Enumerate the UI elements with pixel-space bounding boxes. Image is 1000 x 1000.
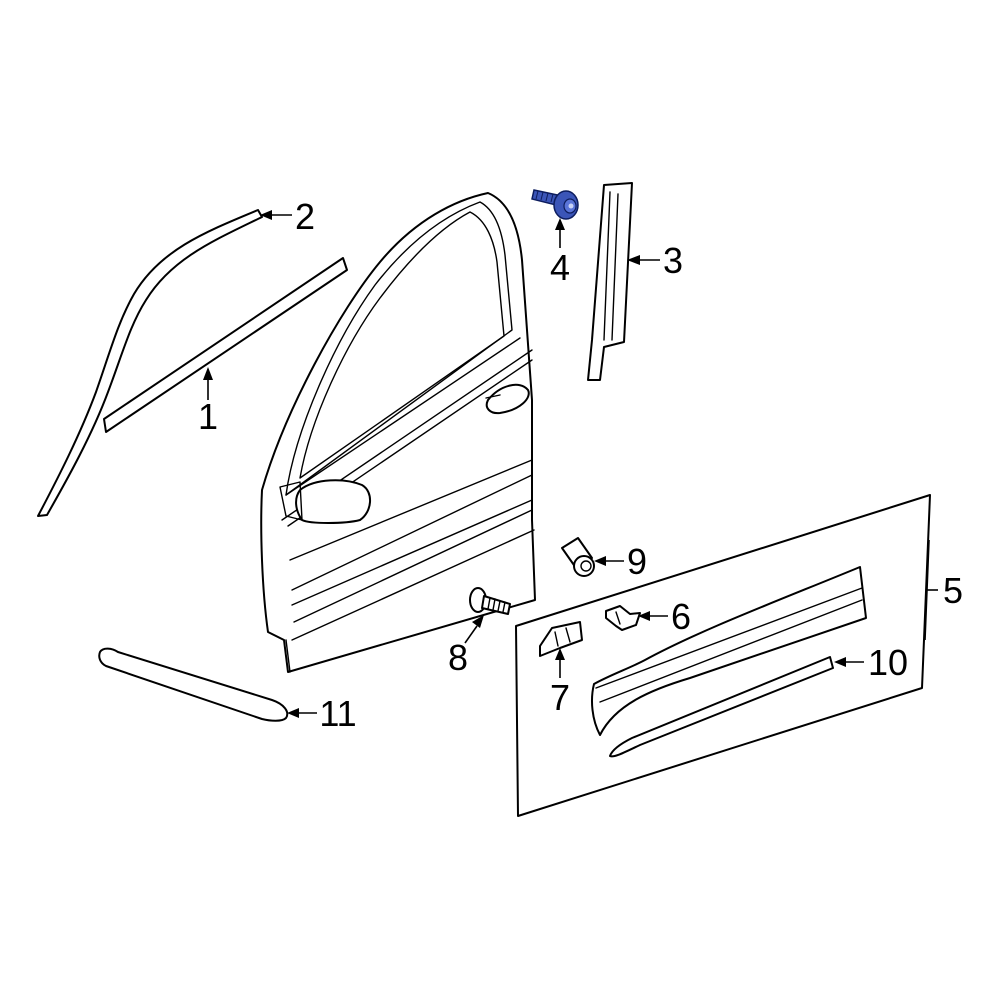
callout-1: 1 [198,396,218,437]
leader-line-3 [627,255,660,265]
callout-8: 8 [448,637,468,678]
part-3-pillar-garnish[interactable] [587,182,633,381]
leader-line-4 [555,218,565,248]
part-9-clip[interactable] [561,537,595,577]
leader-line-6 [638,611,668,621]
callout-7: 7 [550,677,570,718]
callout-9: 9 [627,541,647,582]
leader-line-2 [260,210,292,220]
callout-11: 11 [319,693,356,734]
leader-line-5 [924,539,938,641]
callout-3: 3 [663,240,683,281]
callout-4: 4 [550,247,570,288]
callout-10: 10 [868,642,908,683]
leader-line-10 [834,657,864,667]
part-1-belt-molding[interactable] [103,257,348,433]
part-4-bolt[interactable] [531,189,579,220]
part-11-sill-molding[interactable] [98,647,289,722]
leader-line-11 [287,708,317,718]
callout-5: 5 [943,570,963,611]
callout-6: 6 [671,596,691,637]
leader-line-8 [464,615,484,644]
part-10-lower-molding[interactable] [609,656,834,758]
part-7-bracket[interactable] [539,621,583,657]
leader-line-1 [203,367,213,400]
front-door-shell [260,192,536,673]
leader-line-7 [555,648,565,678]
part-2-pillar-molding[interactable] [37,209,263,517]
part-5-side-molding [591,566,867,736]
callout-2: 2 [295,196,315,237]
part-8-screw[interactable] [469,587,511,615]
part-6-retainer[interactable] [605,605,641,631]
leader-line-9 [594,556,624,566]
